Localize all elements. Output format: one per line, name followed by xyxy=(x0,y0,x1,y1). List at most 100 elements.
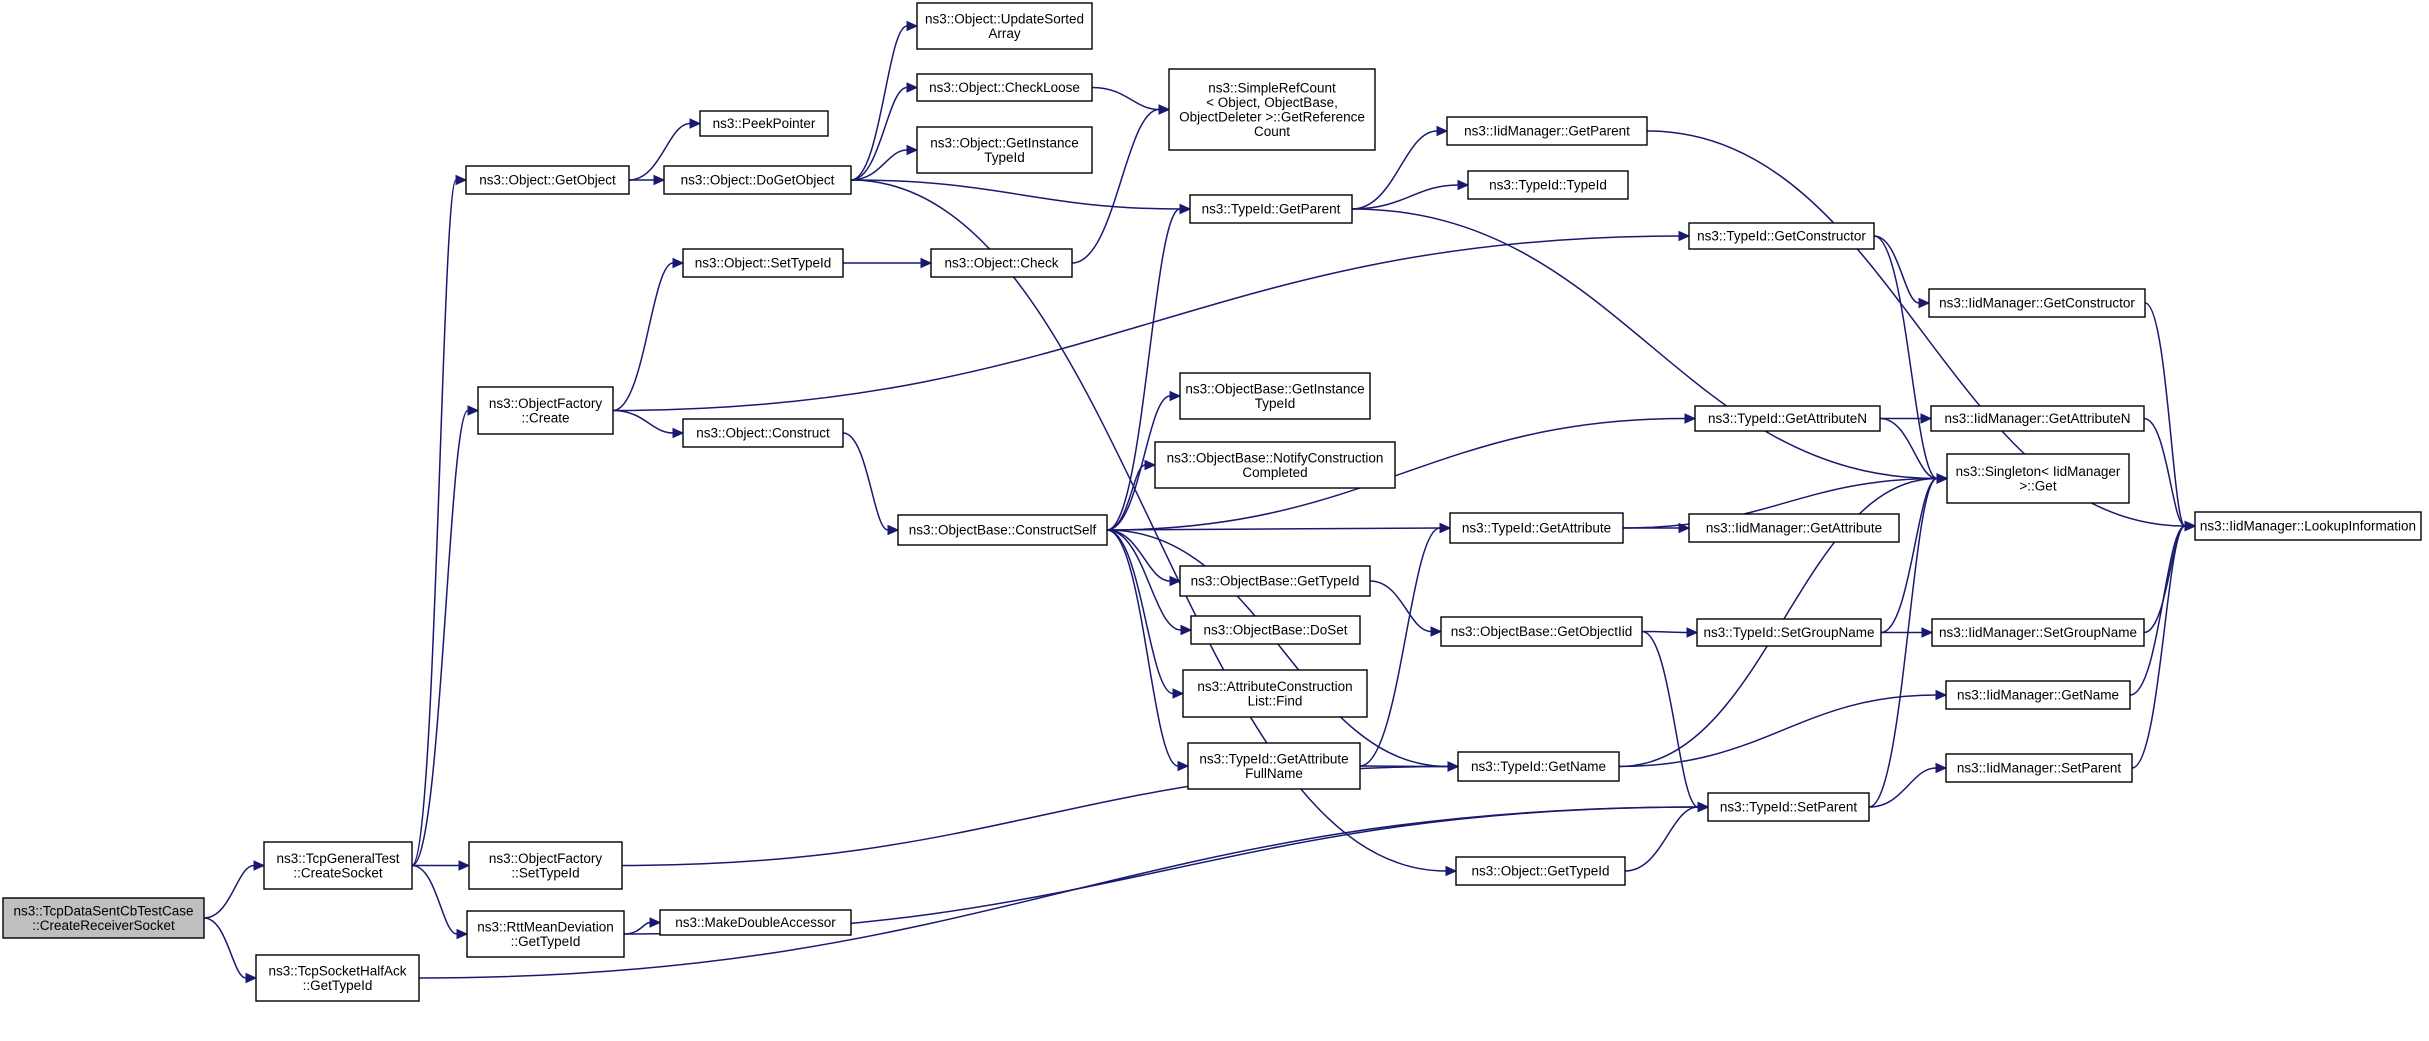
node-ns3-object-gettypeid[interactable]: ns3::Object::GetTypeId xyxy=(1455,856,1626,886)
node-ns3-iidmanager-setparent[interactable]: ns3::IidManager::SetParent xyxy=(1945,753,2133,783)
edge-n5-n10 xyxy=(612,257,685,412)
node-ns3-iidmanager-getparent[interactable]: ns3::IidManager::GetParent xyxy=(1446,116,1648,146)
edge-line xyxy=(1879,417,1938,480)
node-ns3-singleton-iidmanager-get[interactable]: ns3::Singleton< IidManager>::Get xyxy=(1946,453,2130,504)
edge-n17-n23 xyxy=(1106,529,1193,636)
node-ns3-object-settypeid[interactable]: ns3::Object::SetTypeId xyxy=(682,248,844,278)
edge-n10-n16 xyxy=(843,257,933,269)
node-box xyxy=(682,418,844,448)
node-label: ::CreateReceiverSocket xyxy=(32,918,175,933)
node-ns3-objectfactory-settypeid[interactable]: ns3::ObjectFactory::SetTypeId xyxy=(468,841,623,890)
arrowhead xyxy=(689,118,702,129)
node-label: ns3::IidManager::GetName xyxy=(1957,688,2119,703)
node-label: ns3::TcpGeneralTest xyxy=(276,851,399,866)
node-ns3-objectbase-doset[interactable]: ns3::ObjectBase::DoSet xyxy=(1190,615,1361,645)
node-ns3-typeid-getconstructor[interactable]: ns3::TypeId::GetConstructor xyxy=(1688,222,1875,250)
node-ns3-typeid-setparent[interactable]: ns3::TypeId::SetParent xyxy=(1707,792,1870,822)
node-ns3-object-construct[interactable]: ns3::Object::Construct xyxy=(682,418,844,448)
arrowhead xyxy=(1144,459,1157,471)
node-box xyxy=(255,954,420,1002)
node-ns3-object-checkloose[interactable]: ns3::Object::CheckLoose xyxy=(916,73,1093,102)
edge-line xyxy=(1873,235,1938,480)
edge-n2-n5 xyxy=(411,405,480,867)
edge-line xyxy=(1641,630,1699,808)
arrowhead xyxy=(920,257,933,269)
node-ns3-tcpsockethalfack-gettypeid[interactable]: ns3::TcpSocketHalfAck::GetTypeId xyxy=(255,954,420,1002)
node-label: TypeId xyxy=(1255,396,1296,411)
arrowhead xyxy=(1920,413,1933,424)
arrowhead xyxy=(653,174,666,186)
node-ns3-typeid-getparent[interactable]: ns3::TypeId::GetParent xyxy=(1189,194,1353,224)
node-ns3-iidmanager-setgroupname[interactable]: ns3::IidManager::SetGroupName xyxy=(1931,618,2145,647)
edge-n2-n4 xyxy=(411,174,468,867)
node-ns3-iidmanager-getname[interactable]: ns3::IidManager::GetName xyxy=(1945,680,2131,710)
node-ns3-iidmanager-lookupinformation[interactable]: ns3::IidManager::LookupInformation xyxy=(2194,511,2422,541)
arrowhead xyxy=(455,174,468,186)
node-label: ns3::TypeId::GetAttribute xyxy=(1199,751,1348,766)
node-box xyxy=(468,841,623,890)
node-ns3-objectbase-gettypeid[interactable]: ns3::ObjectBase::GetTypeId xyxy=(1179,565,1371,597)
node-label: ::GetTypeId xyxy=(303,978,373,993)
node-ns3-iidmanager-getconstructor[interactable]: ns3::IidManager::GetConstructor xyxy=(1928,288,2146,318)
edge-n17-n25 xyxy=(1106,529,1190,772)
node-box xyxy=(477,386,614,435)
node-ns3-object-dogetobject[interactable]: ns3::Object::DoGetObject xyxy=(663,165,852,195)
edge-line xyxy=(1106,529,1182,631)
edge-line xyxy=(1618,694,1937,768)
node-ns3-peekpointer[interactable]: ns3::PeekPointer xyxy=(699,110,829,137)
node-box xyxy=(897,514,1108,546)
node-box xyxy=(1946,453,2130,504)
arrowhead xyxy=(1935,689,1948,701)
node-ns3-makedoubleaccessor[interactable]: ns3::MakeDoubleAccessor xyxy=(659,909,852,936)
node-ns3-objectbase-getobjectiid[interactable]: ns3::ObjectBase::GetObjectIid xyxy=(1440,616,1643,647)
arrowhead xyxy=(649,917,662,928)
node-ns3-objectbase-constructself[interactable]: ns3::ObjectBase::ConstructSelf xyxy=(897,514,1108,546)
node-ns3-rttmeandeviation-gettypeid[interactable]: ns3::RttMeanDeviation::GetTypeId xyxy=(466,910,625,958)
edge-n31-n36 xyxy=(1624,801,1710,872)
node-ns3-objectfactory-create[interactable]: ns3::ObjectFactory::Create xyxy=(477,386,614,435)
node-ns3-iidmanager-getattributen[interactable]: ns3::IidManager::GetAttributeN xyxy=(1930,405,2145,432)
edge-line xyxy=(411,864,458,935)
node-label: ns3::TypeId::GetName xyxy=(1471,759,1606,774)
edge-line xyxy=(628,122,691,181)
node-ns3-iidmanager-getattribute[interactable]: ns3::IidManager::GetAttribute xyxy=(1688,513,1900,543)
node-label: Array xyxy=(988,26,1021,41)
node-label: ns3::ObjectBase::DoSet xyxy=(1203,623,1347,638)
node-ns3-typeid-getattribute[interactable]: ns3::TypeId::GetAttribute xyxy=(1449,512,1624,544)
node-box xyxy=(1457,751,1620,782)
node-label: ns3::ObjectFactory xyxy=(489,851,603,866)
edge-line xyxy=(842,432,889,531)
node-ns3-objectbase-notifyconstruction-completed[interactable]: ns3::ObjectBase::NotifyConstructionCompl… xyxy=(1154,441,1396,489)
edge-line xyxy=(2131,525,2186,769)
node-label: ns3::TypeId::GetAttribute xyxy=(1462,521,1611,536)
edge-n35-n39 xyxy=(1880,473,1949,634)
node-ns3-typeid-typeid[interactable]: ns3::TypeId::TypeId xyxy=(1467,170,1629,200)
node-ns3-object-check[interactable]: ns3::Object::Check xyxy=(930,248,1073,278)
node-box xyxy=(2194,511,2422,541)
node-box xyxy=(659,909,852,936)
node-ns3-tcpdatasentcbtestcase-createreceiversocket[interactable]: ns3::TcpDataSentCbTestCase::CreateReceiv… xyxy=(2,897,205,939)
node-ns3-simplerefcount-object-objectbase-objectdeleter-getreference-count[interactable]: ns3::SimpleRefCount< Object, ObjectBase,… xyxy=(1168,68,1376,151)
node-box xyxy=(1440,616,1643,647)
arrowhead xyxy=(1177,760,1190,772)
edge-line xyxy=(1091,86,1160,111)
node-box xyxy=(263,841,413,890)
edge-n40-n43 xyxy=(2143,520,2197,634)
node-ns3-object-getobject[interactable]: ns3::Object::GetObject xyxy=(465,165,630,195)
edge-n19-n27 xyxy=(1351,179,1470,210)
node-ns3-typeid-getname[interactable]: ns3::TypeId::GetName xyxy=(1457,751,1620,782)
edge-line xyxy=(1106,529,1174,695)
node-label: ns3::Object::CheckLoose xyxy=(929,80,1080,95)
arrowhead xyxy=(1697,801,1710,813)
node-ns3-typeid-setgroupname[interactable]: ns3::TypeId::SetGroupName xyxy=(1696,618,1882,647)
edge-line xyxy=(623,921,651,935)
edge-n25-n28 xyxy=(1359,522,1452,767)
edge-line xyxy=(1624,806,1699,872)
node-ns3-typeid-getattributen[interactable]: ns3::TypeId::GetAttributeN xyxy=(1694,405,1881,432)
node-ns3-tcpgeneraltest-createsocket[interactable]: ns3::TcpGeneralTest::CreateSocket xyxy=(263,841,413,890)
